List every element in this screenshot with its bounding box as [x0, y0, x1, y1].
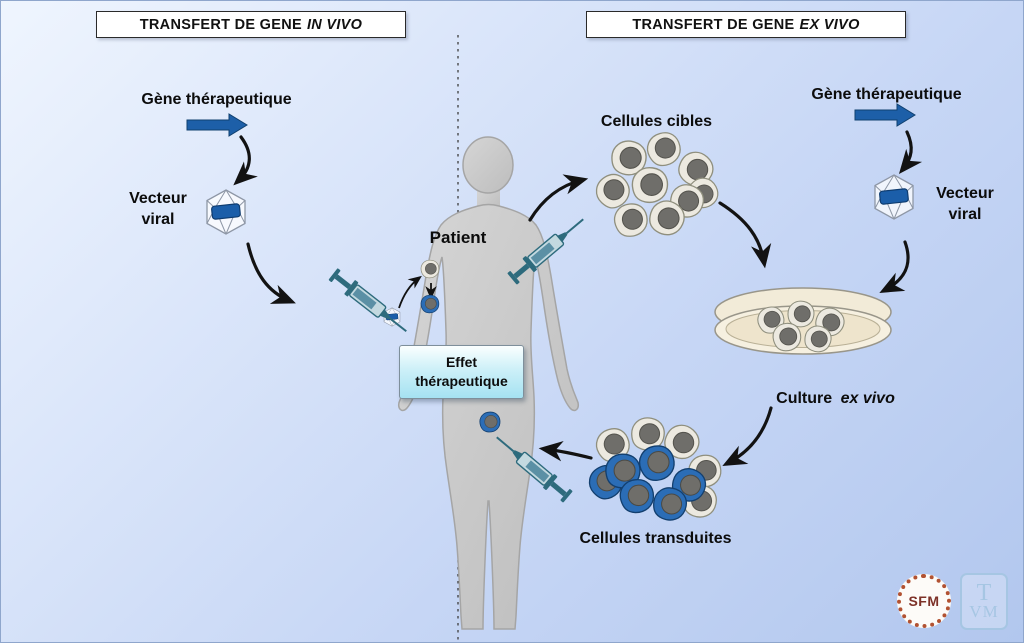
flow-arrows	[233, 130, 923, 466]
gray-cell-icon	[642, 128, 685, 171]
viral-vector-icon-left	[206, 189, 246, 235]
arrow-dish-to-transduced	[722, 406, 773, 466]
in-body-arrows	[398, 275, 437, 309]
arrow-vector-to-dish	[879, 240, 910, 293]
viral-vector-icon-right	[874, 174, 914, 220]
patient-label: Patient	[429, 228, 487, 247]
title-in-vivo: TRANSFERT DE GENE IN VIVO	[96, 11, 406, 38]
vector-label-left: Vecteur viral	[113, 188, 203, 230]
vector-label-left-line1: Vecteur	[129, 190, 187, 207]
vector-label-right-line2: viral	[948, 206, 982, 223]
gray-cell-icon	[611, 201, 650, 239]
tvm-logo-line2: VM	[969, 602, 999, 621]
therapeutic-effect-box: Effet thérapeutique	[399, 345, 524, 399]
arrow-patient-to-target-cells	[528, 174, 589, 222]
gene-label-left: Gène thérapeutique	[141, 91, 292, 108]
title-ex-vivo: TRANSFERT DE GENE EX VIVO	[586, 11, 906, 38]
petri-dish	[714, 287, 892, 357]
arrow-vector-to-syringe-left	[246, 242, 296, 304]
effect-line2: thérapeutique	[415, 373, 508, 389]
target-cells-label: Cellules cibles	[600, 113, 713, 130]
effect-line1: Effet	[445, 354, 478, 370]
syringe-into-arm-icon	[326, 265, 413, 340]
transduced-cells-label: Cellules transduites	[579, 530, 732, 547]
arrow-virus-to-cell-in-body	[398, 275, 422, 309]
patient-head	[462, 136, 514, 194]
blue-cell-in-body-icon	[420, 294, 440, 314]
title-in-vivo-text: TRANSFERT DE GENE	[139, 16, 302, 33]
transduced-cells-cluster	[583, 414, 724, 525]
target-cells-cluster	[589, 128, 724, 242]
culture-label-text: Culture	[776, 390, 833, 407]
sfm-logo-text: SFM	[908, 593, 940, 609]
culture-label: Culture ex vivo	[753, 388, 918, 409]
culture-label-italic: ex vivo	[840, 390, 895, 407]
sfm-logo: SFM	[897, 574, 951, 628]
arrow-transduced-to-syringe	[538, 441, 593, 462]
title-ex-vivo-italic: EX VIVO	[799, 16, 860, 33]
gray-cell-in-body-icon	[420, 259, 440, 279]
arrow-cells-to-dish	[718, 201, 772, 269]
title-ex-vivo-text: TRANSFERT DE GENE	[632, 16, 795, 33]
tvm-logo-line1: T	[976, 580, 992, 606]
blue-cell-at-hip-icon	[479, 411, 501, 433]
title-in-vivo-italic: IN VIVO	[306, 16, 363, 33]
arrow-gene-to-vector-left	[233, 135, 258, 186]
gene-label-right: Gène thérapeutique	[811, 86, 962, 103]
vector-label-right-line1: Vecteur	[936, 185, 994, 202]
vector-label-left-line2: viral	[141, 211, 175, 228]
gene-arrow-right-icon	[854, 103, 916, 127]
tvm-logo: T VM	[960, 573, 1008, 630]
vector-label-right: Vecteur viral	[919, 183, 1011, 225]
arrow-gene-to-vector-right	[898, 130, 923, 174]
gene-arrow-left-icon	[186, 113, 248, 137]
